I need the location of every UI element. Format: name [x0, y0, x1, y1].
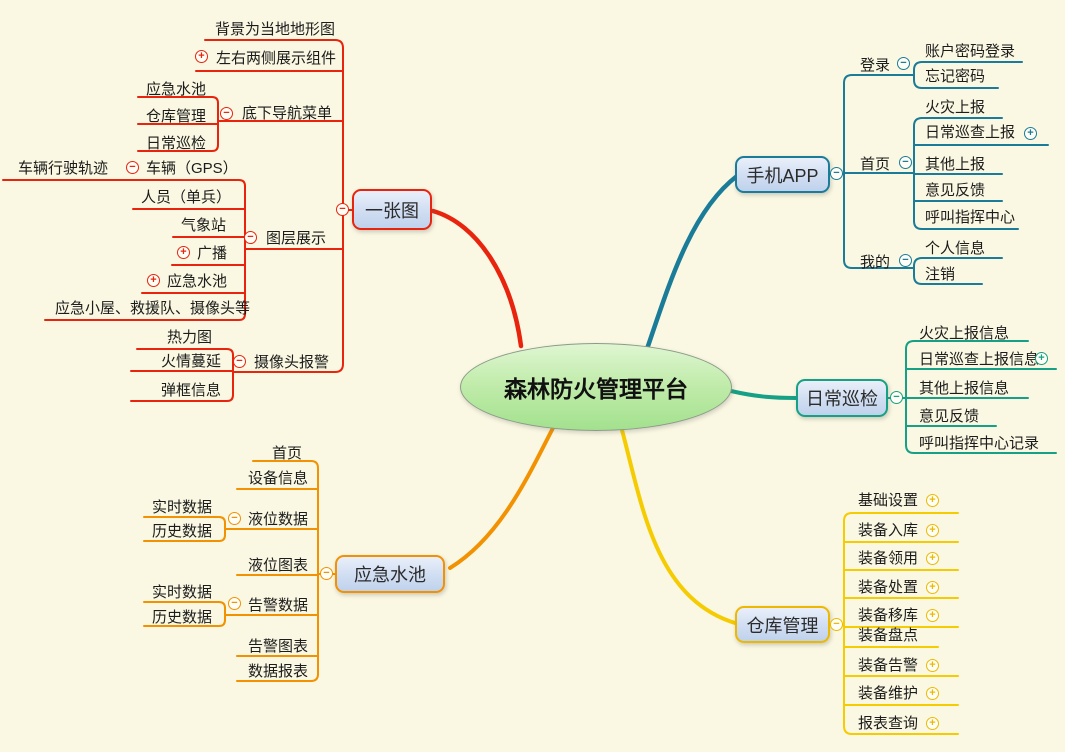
topic-vehicle-gps[interactable]: 车辆（GPS） [146, 160, 238, 177]
topic-one-map[interactable]: 一张图 [352, 189, 432, 230]
topic-profile[interactable]: 个人信息 [925, 240, 986, 257]
topic-forgot-password[interactable]: 忘记密码 [925, 68, 986, 85]
expand-icon[interactable]: + [926, 581, 939, 594]
topic-login[interactable]: 登录 [860, 57, 891, 74]
collapse-icon[interactable]: − [336, 203, 349, 216]
collapse-icon[interactable]: − [228, 512, 241, 525]
expand-icon[interactable]: + [1024, 127, 1037, 140]
collapse-icon[interactable]: − [830, 618, 843, 631]
collapse-icon[interactable]: − [220, 107, 233, 120]
expand-icon[interactable]: + [926, 717, 939, 730]
topic-side-components[interactable]: 左右两侧展示组件 [216, 50, 337, 67]
expand-icon[interactable]: + [926, 609, 939, 622]
collapse-icon[interactable]: − [890, 391, 903, 404]
topic-alarm-history[interactable]: 历史数据 [152, 609, 213, 626]
topic-daily-inspection[interactable]: 日常巡检 [796, 379, 888, 417]
topic-camera-alarm[interactable]: 摄像头报警 [254, 354, 330, 371]
expand-icon[interactable]: + [926, 524, 939, 537]
topic-bottom-nav[interactable]: 底下导航菜单 [242, 105, 333, 122]
branch-warehouse-lines [620, 428, 959, 735]
topic-logout[interactable]: 注销 [925, 266, 956, 283]
topic-warehouse[interactable]: 仓库管理 [735, 606, 830, 643]
branch-mobile-app-lines [644, 61, 1049, 352]
topic-fire-spread[interactable]: 火情蔓延 [161, 353, 222, 370]
topic-heatmap[interactable]: 热力图 [167, 329, 213, 346]
topic-equip-inbound[interactable]: 装备入库 [858, 522, 919, 539]
topic-nav-emergency-pool[interactable]: 应急水池 [146, 81, 207, 98]
topic-basic-settings[interactable]: 基础设置 [858, 492, 919, 509]
topic-app-home[interactable]: 首页 [860, 156, 891, 173]
collapse-icon[interactable]: − [830, 167, 843, 180]
topic-equip-alarm[interactable]: 装备告警 [858, 657, 919, 674]
topic-vehicle-track[interactable]: 车辆行驶轨迹 [18, 160, 109, 177]
topic-mine[interactable]: 我的 [860, 254, 891, 271]
expand-icon[interactable]: + [195, 50, 208, 63]
topic-mobile-app[interactable]: 手机APP [735, 156, 830, 193]
topic-device-info[interactable]: 设备信息 [248, 470, 309, 487]
topic-equip-inventory[interactable]: 装备盘点 [858, 627, 919, 644]
collapse-icon[interactable]: − [126, 161, 139, 174]
branch-emergency-pool-lines [143, 426, 555, 682]
topic-call-center-records[interactable]: 呼叫指挥中心记录 [919, 435, 1040, 452]
topic-bg-terrain-map[interactable]: 背景为当地地形图 [215, 21, 336, 38]
expand-icon[interactable]: + [926, 659, 939, 672]
topic-alarm-realtime[interactable]: 实时数据 [152, 584, 213, 601]
topic-equip-maintenance[interactable]: 装备维护 [858, 685, 919, 702]
topic-emergency-pool[interactable]: 应急水池 [335, 555, 445, 593]
expand-icon[interactable]: + [1035, 352, 1048, 365]
topic-layer-emergency-pool[interactable]: 应急水池 [167, 273, 228, 290]
topic-layer-display[interactable]: 图层展示 [266, 230, 327, 247]
collapse-icon[interactable]: − [899, 254, 912, 267]
topic-feedback[interactable]: 意见反馈 [925, 182, 986, 199]
collapse-icon[interactable]: − [897, 57, 910, 70]
topic-equip-requisition[interactable]: 装备领用 [858, 550, 919, 567]
expand-icon[interactable]: + [147, 274, 160, 287]
topic-level-realtime[interactable]: 实时数据 [152, 499, 213, 516]
central-topic[interactable]: 森林防火管理平台 [460, 343, 732, 431]
topic-other-facilities[interactable]: 应急小屋、救援队、摄像头等 [55, 300, 251, 317]
topic-data-report[interactable]: 数据报表 [248, 663, 309, 680]
topic-level-history[interactable]: 历史数据 [152, 523, 213, 540]
topic-alarm-data[interactable]: 告警数据 [248, 597, 309, 614]
topic-account-login[interactable]: 账户密码登录 [925, 43, 1016, 60]
collapse-icon[interactable]: − [233, 355, 246, 368]
topic-equip-transfer[interactable]: 装备移库 [858, 607, 919, 624]
topic-personnel[interactable]: 人员（单兵） [141, 189, 232, 206]
collapse-icon[interactable]: − [244, 231, 257, 244]
topic-fire-report-info[interactable]: 火灾上报信息 [919, 325, 1010, 342]
topic-broadcast[interactable]: 广播 [197, 245, 228, 262]
topic-daily-patrol-info[interactable]: 日常巡查上报信息 [919, 351, 1040, 368]
expand-icon[interactable]: + [926, 687, 939, 700]
expand-icon[interactable]: + [926, 552, 939, 565]
topic-other-report-info[interactable]: 其他上报信息 [919, 380, 1010, 397]
topic-fire-report[interactable]: 火灾上报 [925, 99, 986, 116]
topic-nav-daily-inspection[interactable]: 日常巡检 [146, 135, 207, 152]
collapse-icon[interactable]: − [320, 567, 333, 580]
topic-level-data[interactable]: 液位数据 [248, 511, 309, 528]
collapse-icon[interactable]: − [228, 597, 241, 610]
topic-other-report[interactable]: 其他上报 [925, 156, 986, 173]
topic-nav-warehouse[interactable]: 仓库管理 [146, 108, 207, 125]
expand-icon[interactable]: + [926, 494, 939, 507]
topic-popup-info[interactable]: 弹框信息 [161, 382, 222, 399]
topic-inspection-feedback[interactable]: 意见反馈 [919, 408, 980, 425]
topic-equip-disposal[interactable]: 装备处置 [858, 579, 919, 596]
topic-call-command-center[interactable]: 呼叫指挥中心 [925, 209, 1016, 226]
topic-alarm-chart[interactable]: 告警图表 [248, 638, 309, 655]
collapse-icon[interactable]: − [899, 156, 912, 169]
topic-report-query[interactable]: 报表查询 [858, 715, 919, 732]
expand-icon[interactable]: + [177, 246, 190, 259]
topic-level-chart[interactable]: 液位图表 [248, 557, 309, 574]
branch-one-map-lines [2, 39, 524, 402]
topic-pool-home[interactable]: 首页 [272, 445, 303, 462]
topic-weather-station[interactable]: 气象站 [181, 217, 227, 234]
topic-daily-patrol-report[interactable]: 日常巡查上报 [925, 124, 1016, 141]
